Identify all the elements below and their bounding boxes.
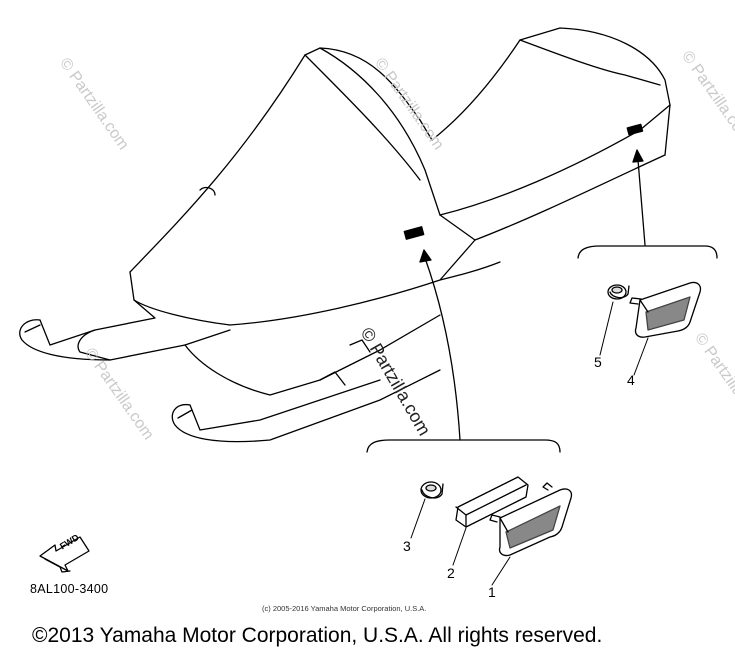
- grommet-part-3: [420, 481, 444, 499]
- bracket-upper: [577, 245, 718, 259]
- reflector-part-4: [629, 281, 702, 338]
- bracket-lower: [366, 439, 561, 453]
- diagram-part-code: 8AL100-3400: [30, 582, 109, 596]
- forward-arrow-icon: [39, 536, 90, 573]
- callout-3: 3: [403, 538, 411, 554]
- copyright-notice: ©2013 Yamaha Motor Corporation, U.S.A. A…: [32, 624, 603, 647]
- leader-lines: [410, 301, 649, 586]
- callout-5: 5: [594, 354, 602, 370]
- callout-2: 2: [447, 565, 455, 581]
- grommet-part-5: [607, 284, 630, 300]
- gasket-part-2: [455, 476, 529, 528]
- snowmobile-body: [19, 27, 671, 443]
- source-note: (c) 2005-2016 Yamaha Motor Corporation, …: [262, 604, 427, 613]
- callout-1: 1: [488, 584, 496, 600]
- reflector-part-1: [489, 482, 573, 557]
- callout-4: 4: [627, 372, 635, 388]
- pointer-arrows: [419, 149, 646, 441]
